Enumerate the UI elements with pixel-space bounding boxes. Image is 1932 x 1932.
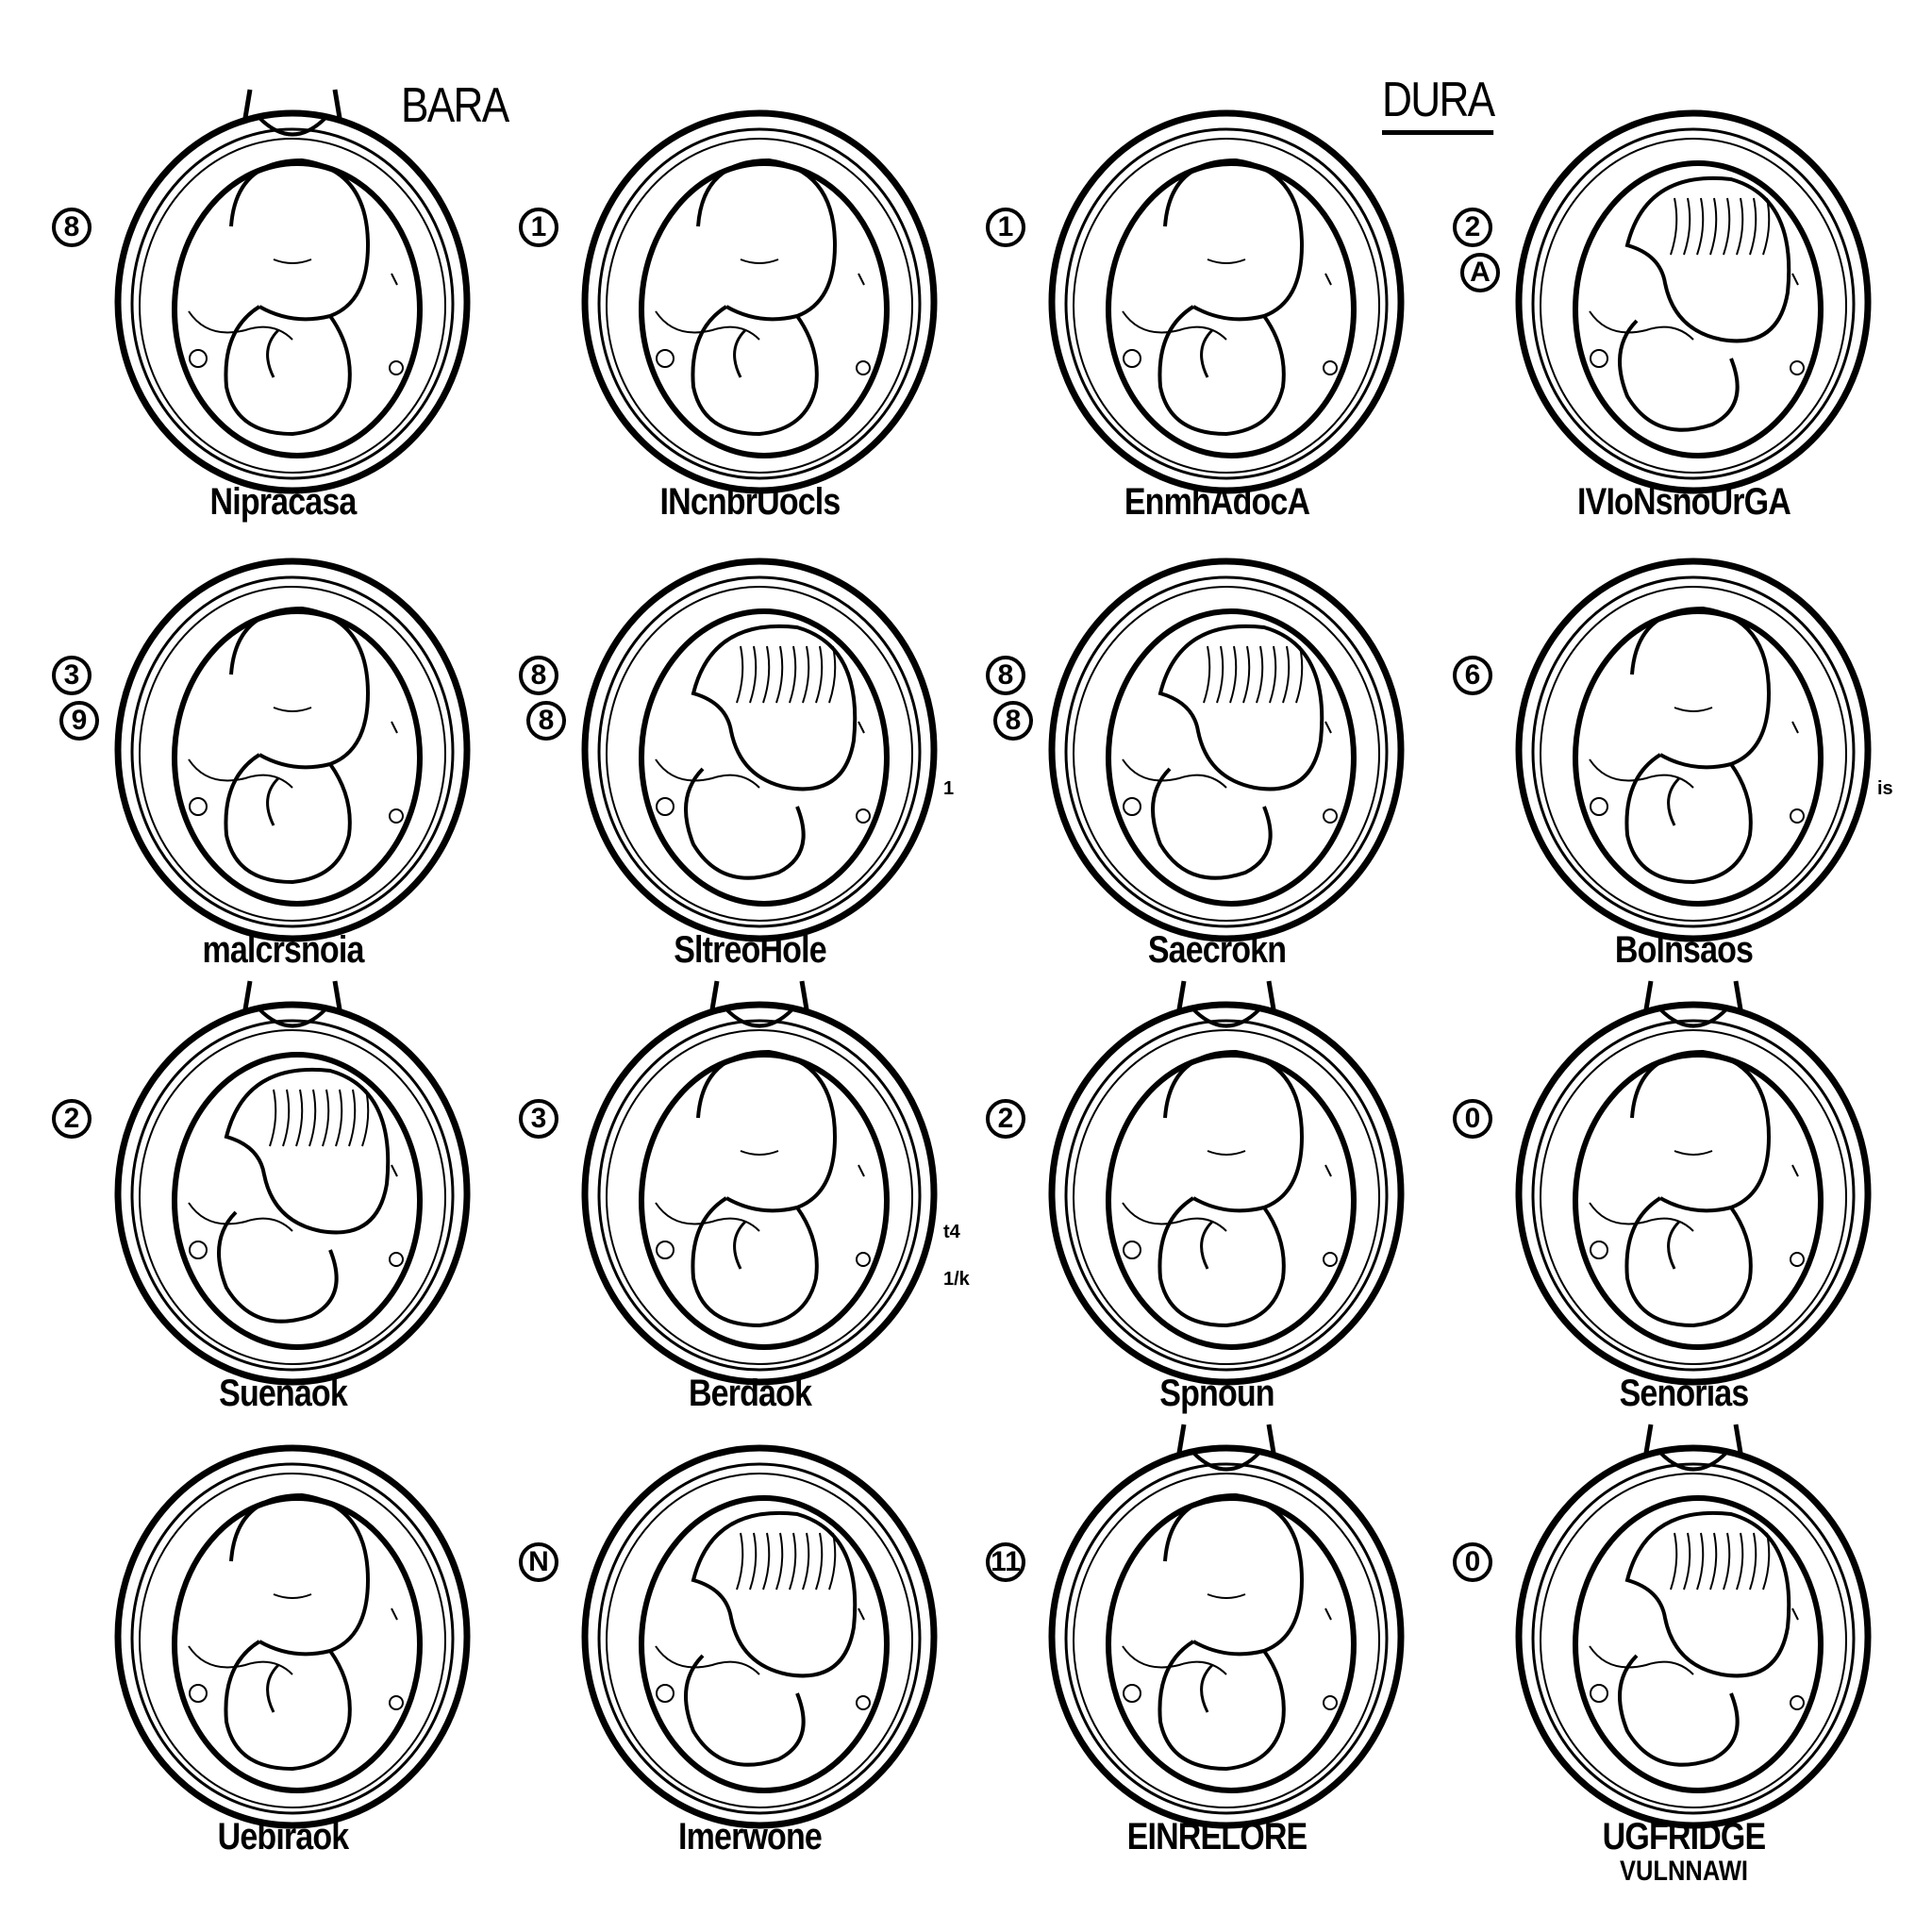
side-label: 1/k [943, 1269, 970, 1290]
embryo-panel: 3 9 malcrsnoia [52, 533, 509, 976]
panel-caption: Senorias [1619, 1373, 1750, 1414]
callout-marker: 3 [519, 1099, 558, 1139]
panel-caption: Nipracasa [209, 481, 358, 523]
callout-marker: 8 [993, 701, 1033, 741]
callout-marker: 1 [986, 208, 1025, 247]
panel-caption: EnmhAdocA [1124, 481, 1310, 523]
callout-marker: 8 [52, 208, 92, 247]
callout-marker: 9 [59, 701, 99, 741]
panel-caption: Saecrokn [1147, 929, 1287, 971]
callout-marker: 6 [1453, 656, 1492, 695]
callout-marker: A [1460, 253, 1500, 292]
panel-caption: Imerwone [678, 1816, 823, 1857]
side-label: t4 [943, 1222, 960, 1242]
callout-marker: 8 [526, 701, 566, 741]
callout-marker: 0 [1453, 1099, 1492, 1139]
panel-caption: IVIoNsnoUrGA [1577, 481, 1791, 523]
callout-marker: 3 [52, 656, 92, 695]
embryo-panel: N Imerwone [519, 1420, 976, 1863]
panel-caption: UGFRIDGE [1602, 1816, 1767, 1857]
callout-marker: 2 [52, 1099, 92, 1139]
callout-marker: 8 [986, 656, 1025, 695]
panel-caption: INcnbrUocls [659, 481, 841, 523]
panel-caption: EINRELORE [1126, 1816, 1308, 1857]
callout-marker: N [519, 1542, 558, 1582]
callout-marker: 8 [519, 656, 558, 695]
embryo-panel: Uebiraok [57, 1420, 509, 1863]
callout-marker: 2 [986, 1099, 1025, 1139]
panel-caption: Bolnsaos [1614, 929, 1754, 971]
callout-marker: 0 [1453, 1542, 1492, 1582]
panel-caption: Spnoun [1159, 1373, 1274, 1414]
panel-caption-secondary: VULNNAWI [1620, 1856, 1748, 1887]
side-label: is [1877, 778, 1893, 799]
side-label: 1 [943, 778, 955, 799]
callout-marker: 11 [986, 1542, 1025, 1582]
panel-caption: Berdaok [688, 1373, 812, 1414]
header-left: BARA [401, 78, 509, 133]
callout-marker: 2 [1453, 208, 1492, 247]
panel-caption: Uebiraok [217, 1816, 350, 1857]
callout-marker: 1 [519, 208, 558, 247]
header-right: DURA [1382, 72, 1495, 135]
panel-caption: malcrsnoia [202, 929, 364, 971]
panel-caption: SltreoHole [674, 929, 826, 971]
panel-caption: Suenaok [219, 1373, 348, 1414]
